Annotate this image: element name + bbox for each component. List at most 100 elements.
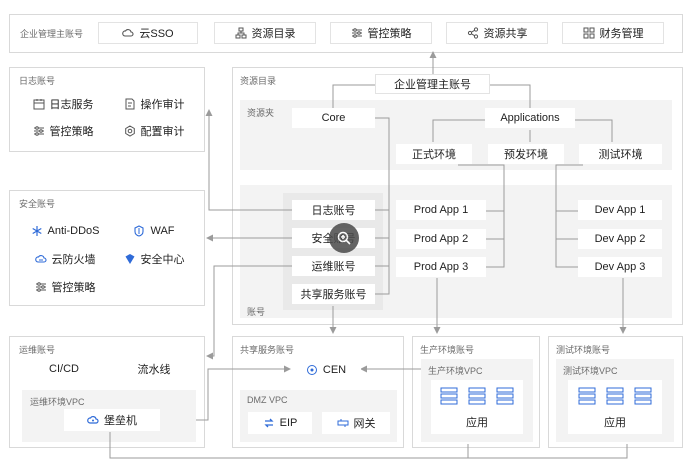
resource-directory-title: 资源目录 — [240, 76, 277, 86]
shared-service-account-node[interactable]: 共享服务账号 — [292, 284, 375, 304]
log-account-title: 日志账号 — [19, 76, 56, 86]
account-title: 账号 — [247, 307, 266, 317]
shield-icon — [124, 253, 136, 265]
cloud-sso-label: 云SSO — [139, 28, 174, 40]
policy-button[interactable]: 管控策略 — [330, 22, 432, 44]
app-server-icon — [578, 387, 652, 405]
dev-app-2-label: Dev App 2 — [594, 233, 646, 245]
gateway-icon — [337, 417, 349, 429]
prod-app-2-label: Prod App 2 — [413, 233, 469, 245]
anti-ddos-item[interactable]: Anti-DDoS — [22, 220, 108, 242]
resource-share-label: 资源共享 — [483, 28, 528, 40]
cloud-sso-button[interactable]: 云SSO — [98, 22, 198, 44]
log-service-item[interactable]: 日志服务 — [22, 93, 104, 115]
log-policy-item[interactable]: 管控策略 — [22, 120, 104, 142]
waf-icon — [133, 225, 145, 237]
cloud-bastion-icon — [87, 414, 99, 426]
gateway-label: 网关 — [353, 418, 376, 430]
cen-label: CEN — [322, 364, 347, 376]
operation-audit-item[interactable]: 操作审计 — [112, 93, 196, 115]
cen-node[interactable]: CEN — [291, 359, 361, 381]
gateway-node[interactable]: 网关 — [322, 412, 390, 434]
dev-app-1-node[interactable]: Dev App 1 — [578, 200, 662, 220]
eip-icon — [263, 417, 275, 429]
cloud-firewall-item[interactable]: 云防火墙 — [22, 248, 108, 270]
env-preprod-node[interactable]: 预发环境 — [488, 144, 564, 164]
ci-cd-item[interactable]: CI/CD — [22, 358, 106, 380]
audit-icon — [124, 98, 136, 110]
security-center-label: 安全中心 — [140, 254, 185, 266]
core-folder-label: Core — [321, 112, 346, 124]
prod-app-3-label: Prod App 3 — [413, 261, 469, 273]
resource-share-button[interactable]: 资源共享 — [446, 22, 548, 44]
test-app-node[interactable]: 应用 — [568, 380, 662, 434]
shared-service-title: 共享服务账号 — [240, 345, 295, 355]
finance-button[interactable]: 财务管理 — [562, 22, 664, 44]
finance-label: 财务管理 — [599, 28, 644, 40]
resource-directory-button[interactable]: 资源目录 — [214, 22, 316, 44]
waf-label: WAF — [150, 225, 175, 237]
dev-app-3-label: Dev App 3 — [594, 261, 646, 273]
env-production-label: 正式环境 — [412, 149, 456, 161]
master-account-label: 企业管理主账号 — [394, 79, 471, 91]
master-account-node[interactable]: 企业管理主账号 — [375, 74, 490, 94]
bastion-host-item[interactable]: 堡垒机 — [64, 409, 160, 431]
prod-app-3-node[interactable]: Prod App 3 — [396, 257, 486, 277]
log-policy-label: 管控策略 — [49, 126, 94, 138]
prod-app-2-node[interactable]: Prod App 2 — [396, 229, 486, 249]
policy-label: 管控策略 — [367, 28, 412, 40]
eip-node[interactable]: EIP — [248, 412, 312, 434]
dev-app-3-node[interactable]: Dev App 3 — [578, 257, 662, 277]
env-test-label: 测试环境 — [598, 149, 643, 161]
app-server-icon — [440, 387, 514, 405]
cloud-sso-icon — [122, 27, 134, 39]
ci-cd-label: CI/CD — [49, 363, 79, 375]
bastion-host-label: 堡垒机 — [104, 415, 137, 427]
top-bar-title: 企业管理主账号 — [20, 29, 84, 39]
ops-account-node-label: 运维账号 — [311, 261, 356, 273]
resource-directory-label: 资源目录 — [251, 28, 296, 40]
dev-app-1-label: Dev App 1 — [594, 204, 646, 216]
prod-app-1-node[interactable]: Prod App 1 — [396, 200, 486, 220]
zoom-in-button[interactable] — [329, 223, 359, 253]
log-account-node-label: 日志账号 — [311, 205, 356, 217]
waf-item[interactable]: WAF — [112, 220, 196, 242]
zoom-in-icon — [337, 231, 351, 245]
prod-vpc-title: 生产环境VPC — [428, 366, 483, 376]
cloud-firewall-icon — [34, 253, 47, 265]
log-service-label: 日志服务 — [49, 99, 94, 111]
prod-env-title: 生产环境账号 — [420, 345, 475, 355]
config-audit-item[interactable]: 配置审计 — [112, 120, 196, 142]
policy-sliders-icon — [35, 281, 47, 293]
eip-label: EIP — [279, 417, 298, 429]
applications-folder-label: Applications — [500, 112, 560, 124]
env-preprod-label: 预发环境 — [504, 149, 548, 161]
test-app-label: 应用 — [604, 417, 626, 429]
security-policy-item[interactable]: 管控策略 — [22, 276, 108, 298]
env-test-node[interactable]: 测试环境 — [579, 144, 662, 164]
ops-account-node[interactable]: 运维账号 — [292, 256, 375, 276]
prod-app-node[interactable]: 应用 — [431, 380, 523, 434]
policy-sliders-icon — [33, 125, 45, 137]
core-folder-node[interactable]: Core — [292, 108, 375, 128]
test-env-title: 测试环境账号 — [556, 345, 611, 355]
security-policy-label: 管控策略 — [51, 282, 96, 294]
pipeline-item[interactable]: 流水线 — [112, 358, 196, 380]
operation-audit-label: 操作审计 — [140, 99, 185, 111]
ops-account-title: 运维账号 — [19, 345, 56, 355]
folder-title: 资源夹 — [247, 108, 275, 118]
share-icon — [467, 27, 479, 39]
env-production-node[interactable]: 正式环境 — [396, 144, 472, 164]
policy-sliders-icon — [351, 27, 363, 39]
log-account-node[interactable]: 日志账号 — [292, 200, 375, 220]
security-center-item[interactable]: 安全中心 — [112, 248, 196, 270]
dev-app-2-node[interactable]: Dev App 2 — [578, 229, 662, 249]
cloud-firewall-label: 云防火墙 — [51, 254, 96, 266]
org-tree-icon — [235, 27, 247, 39]
dmz-vpc-title: DMZ VPC — [247, 395, 288, 405]
applications-folder-node[interactable]: Applications — [485, 108, 575, 128]
config-audit-label: 配置审计 — [140, 126, 185, 138]
config-gear-icon — [124, 125, 136, 137]
pipeline-label: 流水线 — [137, 364, 171, 376]
snowflake-icon — [31, 225, 43, 237]
